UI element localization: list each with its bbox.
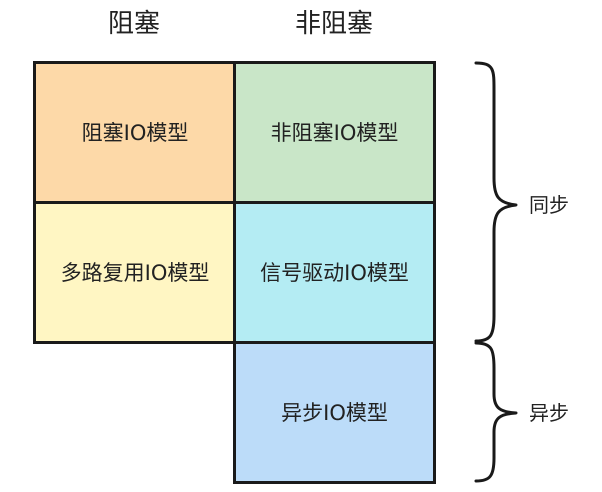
column-header-non-blocking: 非阻塞	[294, 9, 373, 39]
row-label-async: 异步	[529, 401, 569, 425]
cell-async-io-label: 异步IO模型	[281, 400, 388, 425]
cell-multiplexing-io-label: 多路复用IO模型	[60, 260, 210, 285]
cell-multiplexing-io: 多路复用IO模型	[33, 201, 237, 344]
cell-non-blocking-io: 非阻塞IO模型	[233, 61, 436, 204]
cell-signal-driven-io: 信号驱动IO模型	[233, 201, 436, 344]
row-label-sync: 同步	[529, 193, 569, 217]
cell-async-io: 异步IO模型	[233, 341, 436, 484]
cell-non-blocking-io-label: 非阻塞IO模型	[270, 120, 399, 145]
sync-brace-icon	[474, 61, 518, 343]
async-brace-icon	[474, 341, 518, 483]
cell-blocking-io-label: 阻塞IO模型	[81, 120, 189, 145]
column-header-blocking: 阻塞	[107, 9, 160, 39]
cell-signal-driven-io-label: 信号驱动IO模型	[260, 260, 409, 285]
